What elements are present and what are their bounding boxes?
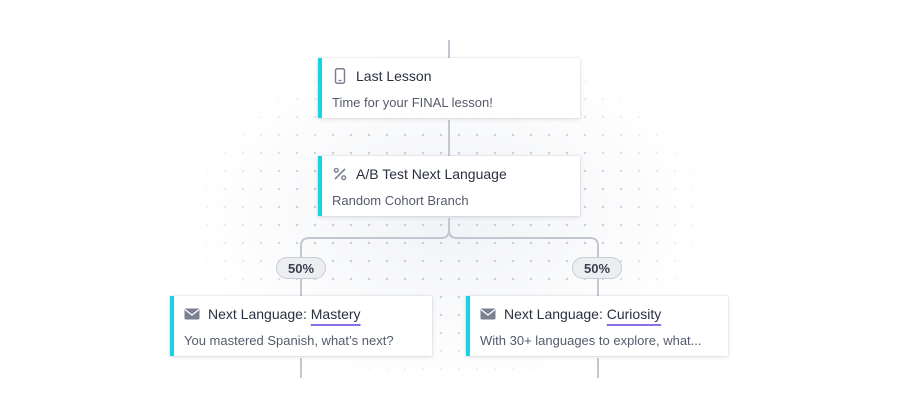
node-title-prefix: Next Language: — [504, 306, 607, 322]
node-subtitle: With 30+ languages to explore, what... — [480, 333, 702, 348]
node-title: Last Lesson — [356, 68, 432, 84]
variant-name-curiosity: Curiosity — [606, 306, 662, 322]
node-last-lesson[interactable]: Last Lesson Time for your FINAL lesson! — [318, 58, 580, 118]
percent-icon — [332, 166, 348, 182]
node-title: Next Language: Mastery — [208, 306, 361, 322]
node-ab-test[interactable]: A/B Test Next Language Random Cohort Bra… — [318, 156, 580, 216]
connector-branch-left — [300, 218, 450, 296]
node-next-language-curiosity[interactable]: Next Language: Curiosity With 30+ langua… — [466, 296, 728, 356]
node-title: A/B Test Next Language — [356, 166, 507, 182]
envelope-icon — [184, 306, 200, 322]
connector-branch-right — [448, 229, 599, 296]
node-title: Next Language: Curiosity — [504, 306, 661, 322]
node-subtitle: You mastered Spanish, what’s next? — [184, 333, 394, 348]
envelope-icon — [480, 306, 496, 322]
node-subtitle: Time for your FINAL lesson! — [332, 95, 493, 110]
mobile-phone-icon — [332, 68, 348, 84]
node-next-language-mastery[interactable]: Next Language: Mastery You mastered Span… — [170, 296, 432, 356]
variant-name-mastery: Mastery — [310, 306, 361, 322]
split-percentage-left: 50% — [276, 257, 326, 279]
node-subtitle: Random Cohort Branch — [332, 193, 469, 208]
node-title-prefix: Next Language: — [208, 306, 311, 322]
split-percentage-right: 50% — [572, 257, 622, 279]
